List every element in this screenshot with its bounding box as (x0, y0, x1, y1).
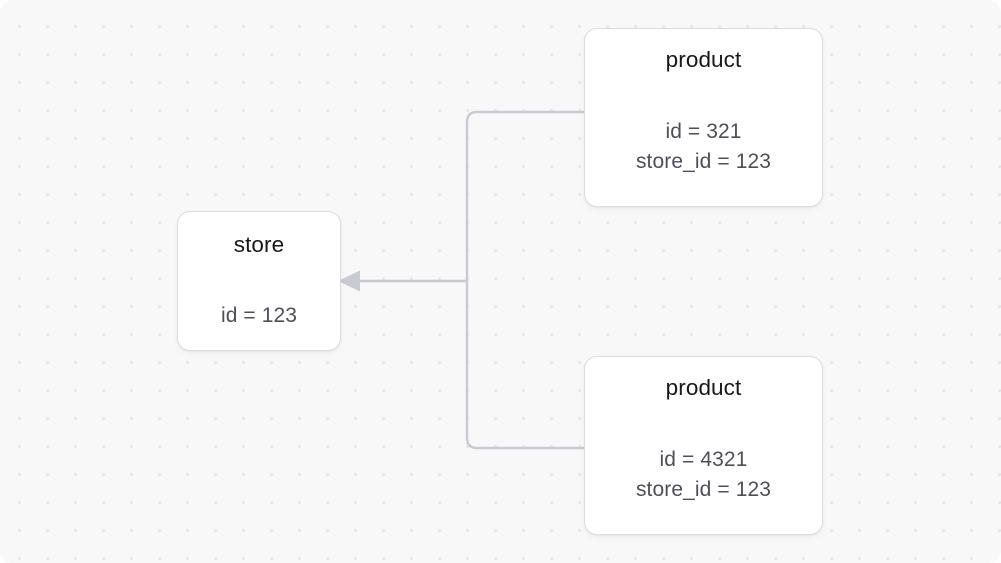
node-product-bottom-title: product (665, 375, 742, 400)
node-store-attr-id: id = 123 (220, 303, 298, 327)
node-product-bottom-attr-id: id = 4321 (659, 447, 748, 471)
edge-product-bottom-to-store (465, 279, 586, 450)
node-product-bottom-attr-store-id: store_id = 123 (635, 477, 772, 501)
node-product-bottom[interactable]: product id = 4321 store_id = 123 (584, 356, 823, 535)
edge-product-top-to-store (465, 110, 586, 283)
node-product-top-attributes: id = 321 store_id = 123 (636, 121, 771, 172)
arrowhead-icon (338, 270, 360, 292)
node-product-bottom-attributes: id = 4321 store_id = 123 (636, 449, 771, 500)
node-product-top[interactable]: product id = 321 store_id = 123 (584, 28, 823, 207)
node-product-top-attr-id: id = 321 (665, 119, 742, 143)
node-store-title: store (233, 232, 285, 257)
node-product-top-title: product (665, 47, 742, 72)
node-product-top-attr-store-id: store_id = 123 (635, 149, 772, 173)
node-store-attributes: id = 123 (221, 305, 297, 326)
node-store[interactable]: store id = 123 (177, 211, 341, 351)
